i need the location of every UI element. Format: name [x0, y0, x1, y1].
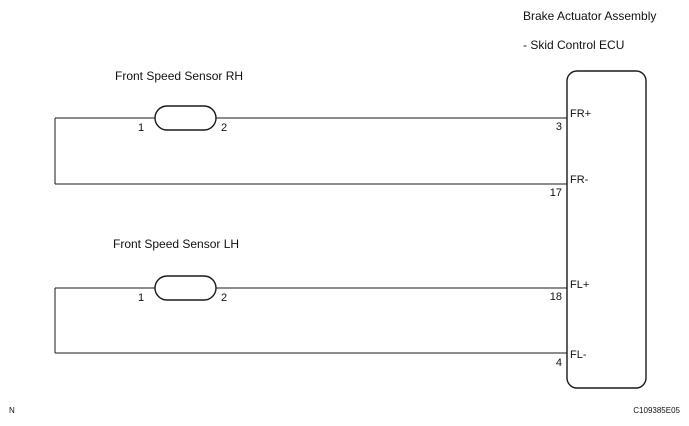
figure-code: C109385E05 [633, 406, 680, 415]
ecu-terminal-fr-minus: FR- [570, 174, 589, 186]
ecu-pin-fr-minus: 17 [550, 187, 562, 199]
sensor-rh-label: Front Speed Sensor RH [115, 69, 243, 83]
sensor-rh-circuit [54, 105, 567, 185]
sensor-lh-pin-left: 1 [138, 292, 144, 304]
ecu-pin-fr-plus: 3 [556, 121, 562, 133]
sensor-lh-circuit [54, 275, 567, 354]
ecu-pin-fl-plus: 18 [550, 291, 562, 303]
ecu-title-line2: - Skid Control ECU [523, 38, 624, 52]
ecu-terminal-fr-plus: FR+ [570, 108, 591, 120]
sensor-rh-body [154, 105, 217, 131]
ecu-terminal-fl-minus: FL- [570, 349, 587, 361]
ecu-box [566, 70, 647, 389]
footer-mark-n: N [9, 406, 15, 415]
ecu-title-line1: Brake Actuator Assembly [523, 9, 656, 23]
sensor-lh-pin-right: 2 [221, 292, 227, 304]
sensor-rh-pin-right: 2 [221, 122, 227, 134]
ecu-terminal-fl-plus: FL+ [570, 279, 589, 291]
ecu-pin-fl-minus: 4 [556, 357, 562, 369]
sensor-rh-pin-left: 1 [138, 122, 144, 134]
sensor-lh-body [154, 275, 217, 301]
sensor-lh-label: Front Speed Sensor LH [113, 237, 239, 251]
